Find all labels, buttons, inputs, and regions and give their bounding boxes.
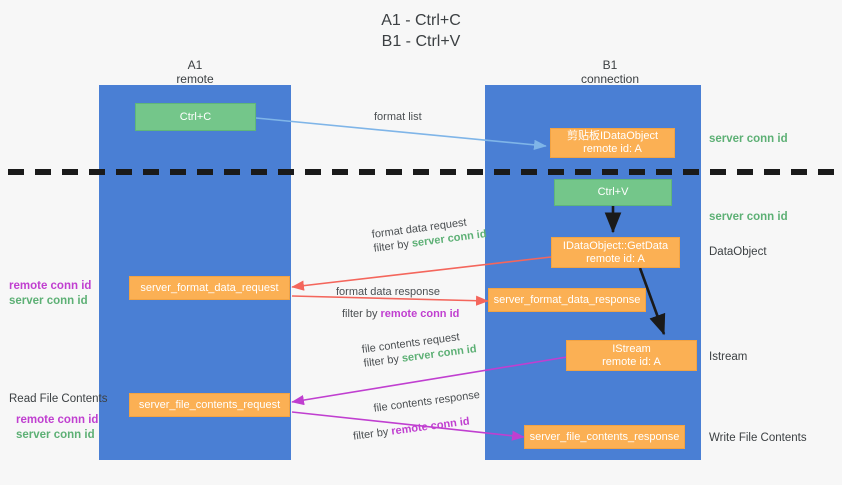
filter-key-remote-conn-id: remote conn id (380, 308, 460, 320)
filter-prefix: filter by (352, 425, 393, 443)
edge-label-file-contents-response: file contents response (372, 388, 481, 415)
node-ctrl-c[interactable]: Ctrl+C (135, 103, 256, 131)
edge-label-file-contents-request-group: file contents request filter by server c… (361, 328, 477, 371)
edge-label-file-contents-response-filter: filter by remote conn id (352, 413, 484, 444)
right-label-istream: Istream (709, 351, 748, 363)
lane-header-a1: A1 remote (176, 58, 214, 86)
right-label-server-conn-id-second: server conn id (709, 211, 788, 223)
edge-label-file-contents-response-group: file contents response filter by remote … (349, 388, 484, 444)
filter-prefix: filter by (362, 352, 403, 370)
left-label-server-conn-id-lower: server conn id (16, 429, 95, 441)
right-label-server-conn-id-top: server conn id (709, 133, 788, 145)
node-server-file-contents-response[interactable]: server_file_contents_response (524, 425, 685, 449)
edge-label-format-data-request-group: format data request filter by server con… (371, 213, 487, 256)
edge-label-format-data-response-group: format data response filter by remote co… (336, 285, 459, 321)
edge-label-format-list: format list (374, 111, 422, 123)
edge-label-format-data-response: format data response (336, 286, 440, 298)
page-title: A1 - Ctrl+C B1 - Ctrl+V (381, 12, 461, 50)
left-label-server-conn-id-upper: server conn id (9, 295, 88, 307)
right-label-write-file-contents: Write File Contents (709, 432, 807, 444)
node-server-format-data-response[interactable]: server_format_data_response (488, 288, 646, 312)
left-label-read-file-contents: Read File Contents (9, 393, 108, 405)
right-label-dataobject: DataObject (709, 246, 767, 258)
node-istream[interactable]: IStream remote id: A (566, 340, 697, 371)
left-label-remote-conn-id-lower: remote conn id (16, 414, 99, 426)
left-label-remote-conn-id-upper: remote conn id (9, 280, 92, 292)
node-server-format-data-request[interactable]: server_format_data_request (129, 276, 290, 300)
filter-prefix: filter by (372, 237, 413, 255)
edge-label-format-data-response-filter: filter by remote conn id (342, 307, 459, 321)
node-ctrl-v[interactable]: Ctrl+V (554, 179, 672, 206)
node-server-file-contents-request[interactable]: server_file_contents_request (129, 393, 290, 417)
filter-key-remote-conn-id: remote conn id (390, 415, 471, 438)
filter-prefix: filter by (342, 308, 381, 320)
node-clipboard-idataobject[interactable]: 剪贴板IDataObject remote id: A (550, 128, 675, 158)
node-idataobject-getdata[interactable]: IDataObject::GetData remote id: A (551, 237, 680, 268)
lane-header-b1: B1 connection (580, 58, 640, 86)
